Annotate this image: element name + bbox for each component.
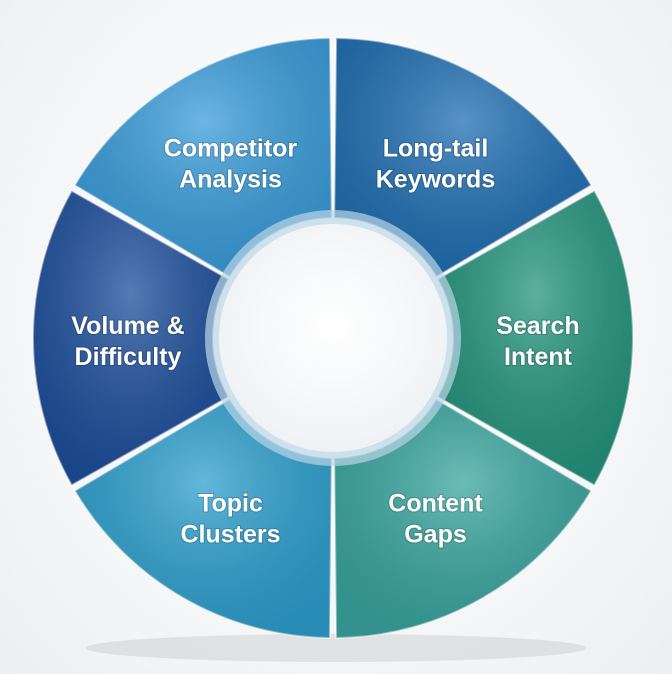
center-hole [219,224,447,452]
segment-content-gaps-gloss [334,399,592,638]
segment-topic-clusters-gloss [74,399,332,638]
label-line: Content [388,490,483,518]
segment-competitor-analysis-gloss [74,38,332,277]
segment-volume-difficulty-label: Volume & Difficulty [71,312,184,371]
label-line: Intent [504,343,573,371]
label-line: Volume & [71,312,184,340]
segment-volume-difficulty-gloss [32,190,229,486]
label-line: Clusters [180,521,280,549]
segment-search-intent-gloss [437,190,633,486]
label-line: Analysis [179,165,282,193]
label-line: Competitor [164,134,298,162]
label-line: Topic [198,490,263,518]
label-line: Long-tail [383,134,489,162]
ring-shadow [86,634,586,662]
label-line: Gaps [404,521,467,549]
segment-long-tail-keywords-gloss [334,38,592,277]
label-line: Keywords [376,165,495,193]
label-line: Search [496,312,579,340]
label-line: Difficulty [75,343,182,371]
